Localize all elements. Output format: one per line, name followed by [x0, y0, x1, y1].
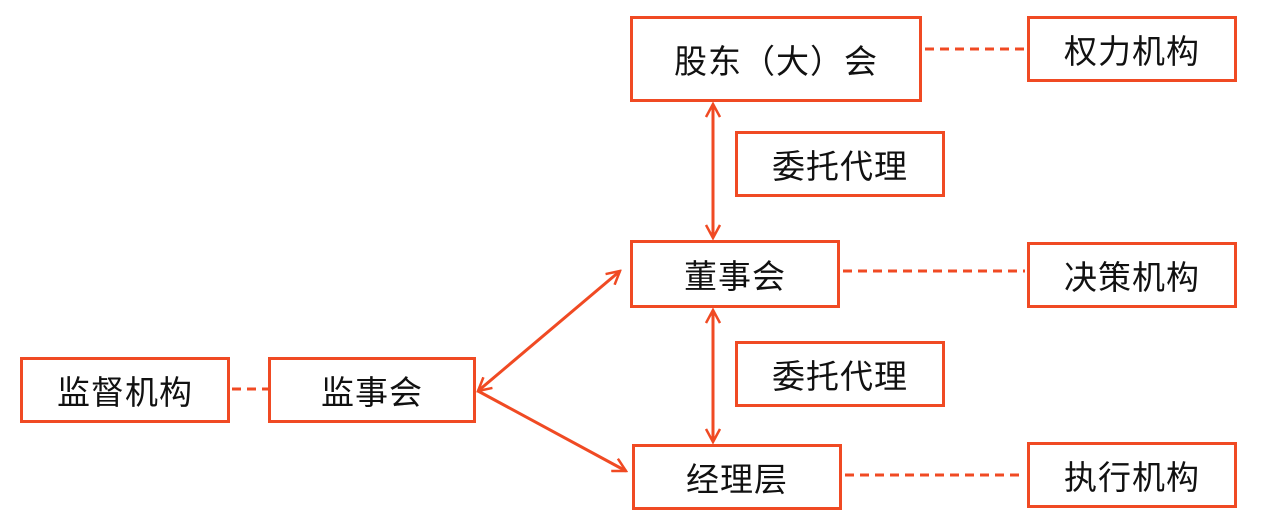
- node-board: 董事会: [630, 240, 840, 308]
- node-management: 经理层: [632, 444, 842, 510]
- role-power: 权力机构: [1027, 16, 1237, 82]
- node-supervisors: 监事会: [268, 357, 476, 423]
- role-decision: 决策机构: [1027, 242, 1237, 308]
- relation-entrust-bottom: 委托代理: [735, 341, 945, 407]
- role-supervision: 监督机构: [20, 357, 230, 423]
- arrow-supervisors-board: [478, 271, 620, 391]
- relation-entrust-top: 委托代理: [735, 131, 945, 197]
- node-shareholders: 股东（大）会: [630, 16, 922, 102]
- role-execution: 执行机构: [1027, 442, 1237, 508]
- arrow-supervisors-management: [477, 389, 626, 473]
